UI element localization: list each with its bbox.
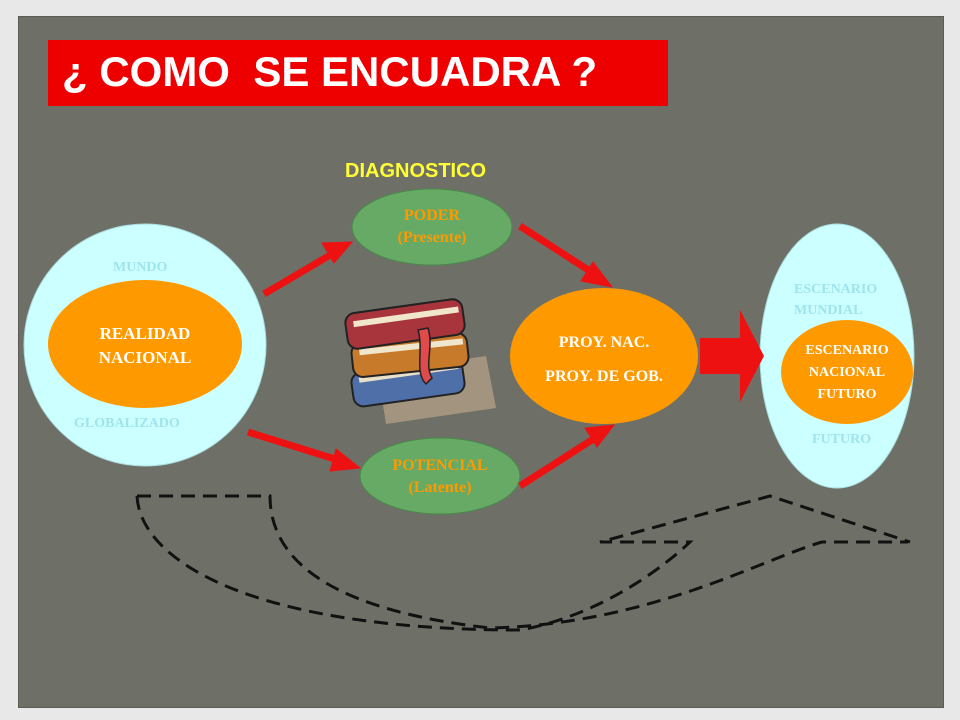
poder-text: PODER (Presente): [362, 205, 502, 249]
escenario-mundial-label-2: MUNDIAL: [794, 303, 863, 318]
dashed-connectors: [135, 494, 911, 632]
latente-line: (Latente): [408, 479, 472, 496]
proy-nac-line: PROY. NAC.: [558, 334, 650, 351]
realidad-nacional-ellipse: [48, 280, 242, 408]
proy-gob-line: PROY. DE GOB.: [545, 368, 663, 385]
title-banner: [48, 40, 668, 106]
escenario-nacional-text: ESCENARIO NACIONAL FUTURO: [782, 340, 912, 406]
escenario-line: ESCENARIO: [805, 343, 889, 358]
slide-title: ¿ COMO SE ENCUADRA ?: [62, 48, 598, 95]
proyecto-text: PROY. NAC. PROY. DE GOB.: [520, 326, 688, 394]
arrow-realidad-to-poder: [262, 241, 354, 298]
nacional-future-line: NACIONAL: [808, 365, 886, 380]
books-icon: [344, 298, 496, 424]
poder-ellipse: [351, 188, 513, 266]
diagnostico-label: DIAGNOSTICO: [345, 160, 487, 182]
arrow-poder-to-proyecto: [518, 223, 614, 288]
arrow-realidad-to-potencial: [246, 428, 362, 472]
escenario-mundial-label-1: ESCENARIO: [794, 282, 878, 297]
potencial-text: POTENCIAL (Latente): [370, 455, 510, 499]
poder-line: PODER: [404, 207, 460, 224]
potencial-ellipse: [359, 437, 521, 515]
globalizado-label: GLOBALIZADO: [74, 416, 180, 431]
futuro-line: FUTURO: [817, 387, 877, 402]
escenario-nacional-ellipse: [781, 320, 913, 424]
presente-line: (Presente): [397, 229, 467, 246]
realidad-line: REALIDAD: [99, 324, 191, 343]
block-arrow: [700, 310, 764, 402]
mundo-label: MUNDO: [113, 260, 168, 275]
potencial-line: POTENCIAL: [392, 457, 488, 474]
realidad-nacional-text: REALIDAD NACIONAL: [60, 322, 230, 370]
arrow-potencial-to-proyecto: [518, 424, 616, 489]
nacional-line: NACIONAL: [98, 348, 192, 367]
proyecto-ellipse: [510, 288, 698, 424]
futuro-label: FUTURO: [812, 432, 872, 447]
